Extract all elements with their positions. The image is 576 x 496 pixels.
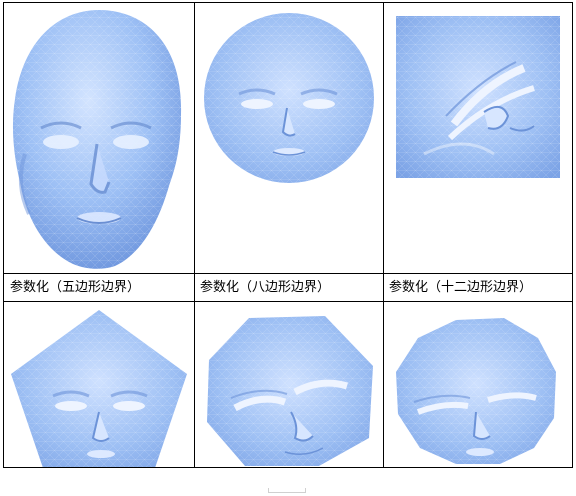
caption-dodecagon: 参数化（十二边形边界）	[389, 280, 533, 295]
caption-octagon: 参数化（八边形边界）	[200, 280, 331, 295]
octagon-parameterization-image	[207, 316, 373, 466]
page-mark	[268, 488, 306, 493]
dodecagon-parameterization-image	[396, 318, 556, 464]
cell-dodecagon	[384, 302, 572, 467]
figure-table: 参数化（五边形边界） 参数化（八边形边界） 参数化（十二边形边界）	[3, 2, 573, 468]
cell-square	[384, 4, 572, 273]
3d-face-model-image	[12, 10, 182, 269]
cell-3d-face	[5, 4, 194, 273]
row-divider	[4, 301, 572, 302]
column-divider	[383, 3, 384, 467]
disk-parameterization-image	[204, 13, 374, 183]
pentagon-parameterization-image	[11, 310, 187, 467]
cell-disk	[195, 4, 383, 273]
cell-pentagon	[5, 302, 194, 467]
column-divider	[194, 3, 195, 467]
caption-pentagon: 参数化（五边形边界）	[10, 280, 141, 295]
square-parameterization-image	[396, 16, 560, 178]
row-divider	[4, 273, 572, 274]
cell-octagon	[195, 302, 383, 467]
